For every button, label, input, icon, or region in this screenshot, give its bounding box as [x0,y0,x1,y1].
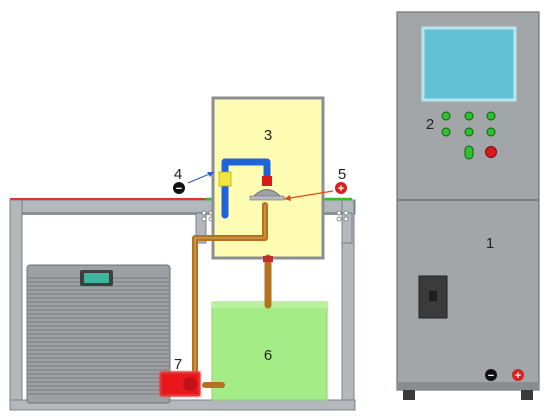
control-cabinet: 2 1 − + [396,11,540,400]
positive-terminal-icon [335,182,347,194]
negative-terminal-icon [173,182,185,194]
power-supply-screen [84,273,109,283]
cabinet-foot-right [521,390,533,400]
cabinet-negative-symbol: − [488,370,494,382]
positive-symbol: + [338,183,344,195]
cabinet-positive-terminal-icon [512,369,524,381]
positive-arrow [283,190,334,200]
negative-electrode-holder [218,171,232,187]
label-tank: 6 [264,347,272,364]
negative-arrowhead [207,172,214,177]
positive-electrode-callout: 5 + [283,166,347,201]
label-positive-electrode: 5 [338,166,346,183]
panel-button[interactable] [486,127,496,137]
label-negative-electrode: 4 [174,166,182,183]
sample-holder [249,189,285,201]
cabinet-lock-handle [429,291,437,301]
positive-arrowhead [284,195,291,201]
negative-symbol: − [176,183,182,195]
control-panel-buttons [441,111,496,137]
support-frame [9,197,356,411]
tank: 6 [211,301,328,401]
pump: 7 [158,356,202,398]
label-cabinet: 1 [486,235,494,252]
chamber-outlet-fitting [263,256,273,262]
cabinet-positive-symbol: + [515,370,521,382]
start-switch[interactable] [464,145,474,160]
stop-button[interactable] [485,146,497,158]
panel-button[interactable] [464,111,474,121]
label-pump: 7 [174,356,182,373]
cabinet-foot-left [403,390,415,400]
panel-button[interactable] [441,127,451,137]
piping [192,158,273,388]
cabinet-screen [421,26,517,102]
nozzle-red-fitting [262,176,272,186]
panel-button[interactable] [441,111,451,121]
negative-electrode-callout: 4 − [173,166,215,195]
panel-button[interactable] [486,111,496,121]
label-test-chamber: 3 [264,127,272,144]
cabinet-negative-terminal-icon [485,369,497,381]
panel-button[interactable] [464,127,474,137]
power-supply-stack [26,264,171,404]
label-control-panel: 2 [426,116,434,133]
